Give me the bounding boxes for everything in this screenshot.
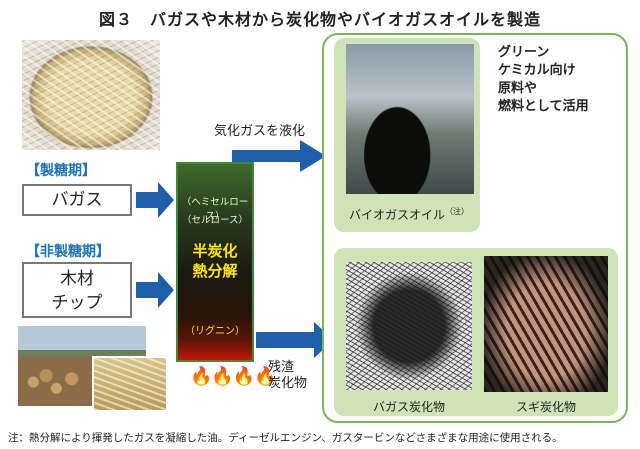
cellulose-label: （セルロース）	[181, 215, 249, 226]
bagasse-photo	[22, 40, 160, 150]
wood-chips-photo	[92, 356, 168, 412]
wood-chip-box: 木材 チップ	[22, 262, 132, 318]
note-mark: （注）	[445, 207, 469, 216]
gas-liquefaction-label: 気化ガスを液化	[214, 124, 306, 139]
flame-icon: 🔥	[211, 366, 233, 387]
cedar-char-caption: スギ炭化物	[515, 400, 576, 414]
pyrolysis-label: 熱分解	[192, 262, 238, 280]
bagasse-char-photo	[346, 262, 472, 390]
residue-line2: 炭化物	[268, 376, 308, 391]
pyrolysis-reactor: （ヘミセルロース） （セルロース） 半炭化 熱分解 （リグニン）	[176, 162, 254, 362]
green-chemical-line: 原料や	[498, 81, 538, 96]
green-chemical-note: グリーン ケミカル向け 原料や 燃料として活用	[498, 44, 589, 116]
bagasse-char-caption: バガス炭化物	[372, 400, 445, 414]
semi-carbonization-label: 半炭化	[192, 242, 238, 260]
non-sugar-season-label: 【非製糖期】	[26, 244, 110, 260]
wood-chip-line2: チップ	[51, 293, 103, 313]
flame-icon: 🔥	[190, 366, 212, 387]
flame-icon: 🔥	[254, 366, 276, 387]
residue-line1: 残渣	[268, 360, 295, 375]
bio-gas-oil-caption-text: バイオガスオイル	[348, 208, 445, 222]
green-chemical-line: 燃料として活用	[498, 99, 589, 114]
gas-to-oil-arrow	[232, 140, 326, 176]
green-chemical-line: グリーン	[498, 45, 550, 60]
flame-icon: 🔥	[232, 366, 255, 387]
flame-icons: 🔥🔥🔥🔥	[190, 366, 277, 387]
bagasse-label: バガス	[51, 190, 103, 210]
figure-title: 図３ バガスや木材から炭化物やバイオガスオイルを製造	[98, 10, 541, 29]
sugar-season-label: 【製糖期】	[26, 163, 96, 179]
chips-to-reactor-arrow	[136, 272, 174, 308]
cedar-char-photo	[484, 256, 608, 392]
bagasse-box: バガス	[22, 184, 132, 216]
footnote: 注：熱分解により揮発したガスを凝縮した油。ディーゼルエンジン、ガスタービンなどさ…	[8, 432, 563, 444]
hemicellulose-label: （ヘミセルロース）	[181, 197, 249, 222]
residue-to-char-arrow	[256, 322, 334, 358]
bio-gas-oil-photo	[346, 44, 474, 194]
residue-label: 残渣 炭化物	[268, 360, 307, 392]
bio-gas-oil-caption: バイオガスオイル（注）	[336, 206, 482, 223]
wood-chip-line1: 木材	[60, 269, 94, 289]
green-chemical-line: ケミカル向け	[498, 63, 576, 78]
bagasse-to-reactor-arrow	[136, 182, 174, 218]
lignin-label: （リグニン）	[185, 326, 245, 337]
